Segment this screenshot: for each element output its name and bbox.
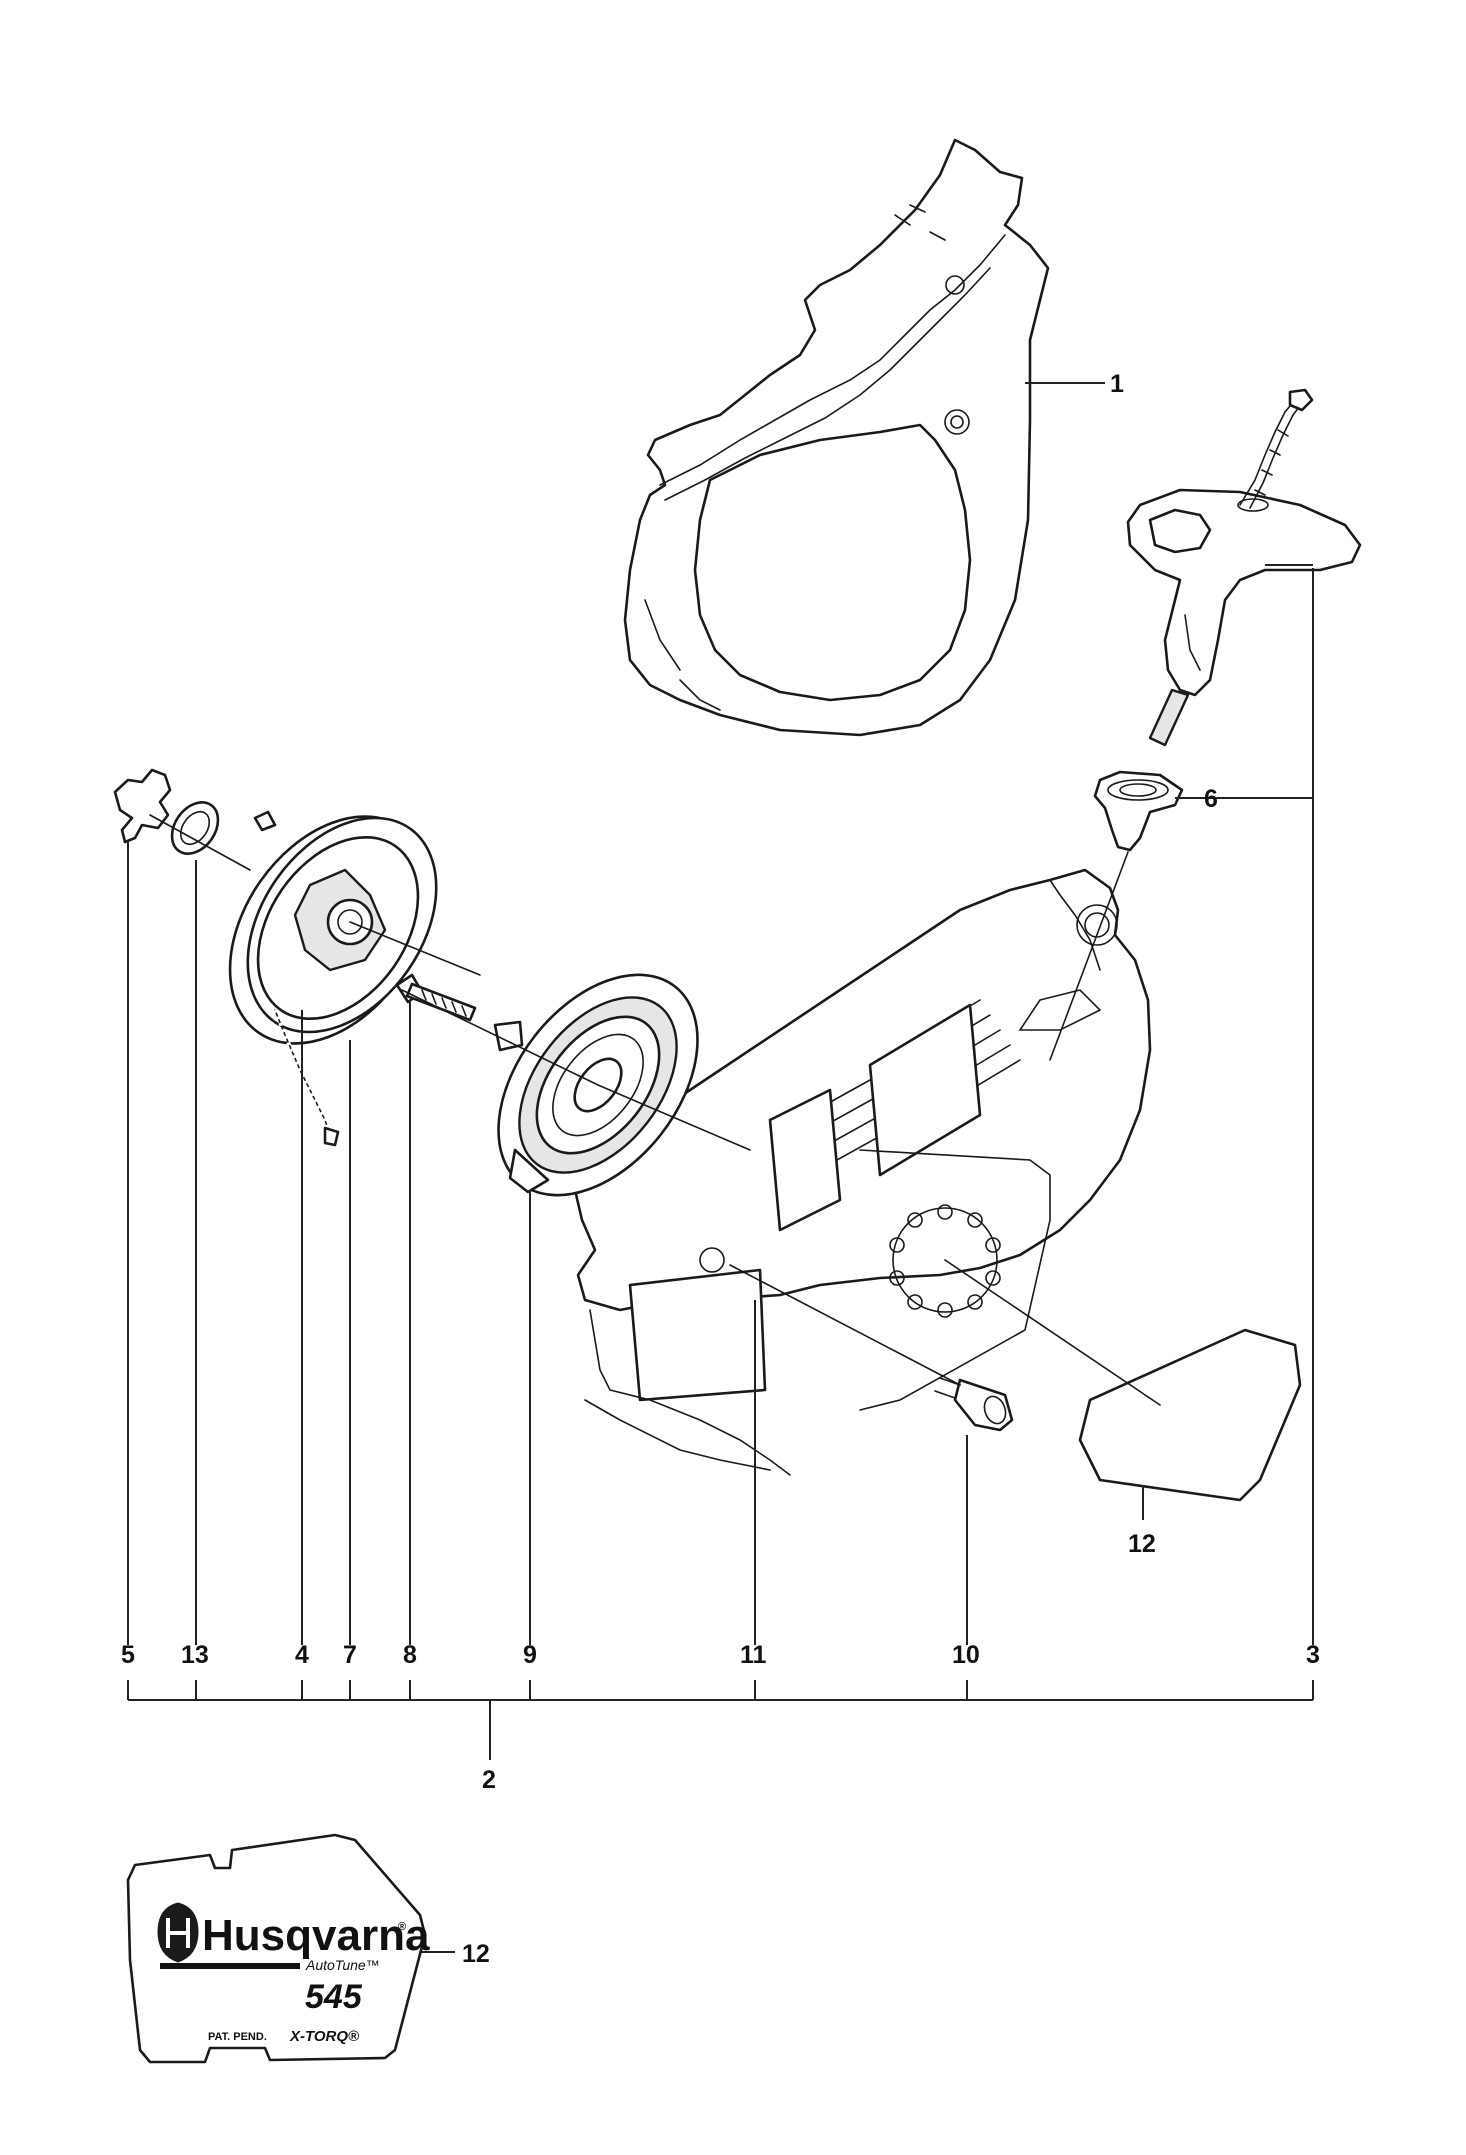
husqvarna-logo-icon [157, 1902, 199, 1963]
decal-brand-text: Husqvarna [202, 1911, 430, 1960]
part-1-housing [623, 138, 1050, 737]
decal-xtorq-text: X-TORQ® [289, 2028, 360, 2045]
decal-rule [160, 1963, 300, 1969]
callout-11: 11 [740, 1641, 767, 1669]
callout-3: 3 [1306, 1641, 1320, 1669]
part-6-rope-guide [1093, 770, 1184, 852]
alignment-lines [149, 814, 1161, 1406]
part-10-screw [934, 1377, 1014, 1432]
part-11-starter-cover [573, 868, 1152, 1476]
decal-model-number: 545 [305, 1978, 363, 2016]
callout-labels: 1 6 12 5 13 4 7 8 9 11 10 3 2 12 [121, 370, 1320, 1968]
callout-6: 6 [1204, 785, 1218, 813]
decal-subtitle: AutoTune™ [305, 1957, 380, 1973]
leader-lines [127, 382, 1314, 1953]
callout-4: 4 [295, 1641, 309, 1669]
callout-1: 1 [1110, 370, 1124, 398]
callout-7: 7 [343, 1641, 357, 1669]
callout-10: 10 [952, 1641, 980, 1669]
decal-trademark: ® [398, 1921, 406, 1933]
callout-9: 9 [523, 1641, 537, 1669]
callout-12-upper: 12 [1128, 1530, 1156, 1558]
part-12-decal-upper [1078, 1328, 1302, 1502]
callout-13: 13 [181, 1641, 209, 1669]
part-7-pulley-wheel [228, 810, 438, 1045]
part-3-starter-handle [1126, 388, 1362, 747]
callout-8: 8 [403, 1641, 417, 1669]
callout-5: 5 [121, 1641, 135, 1669]
callout-2: 2 [482, 1766, 496, 1794]
part-8-screw [395, 973, 477, 1022]
decal-detail: Husqvarna ® AutoTune™ 545 PAT. PEND. X-T… [126, 1833, 430, 2064]
part-4-starter-rope [273, 1009, 340, 1147]
part-5-spring-clip [113, 768, 172, 844]
callout-12-decal: 12 [462, 1940, 490, 1968]
part-13-washer [170, 801, 220, 855]
decal-patent-text: PAT. PEND. [208, 2031, 267, 2043]
